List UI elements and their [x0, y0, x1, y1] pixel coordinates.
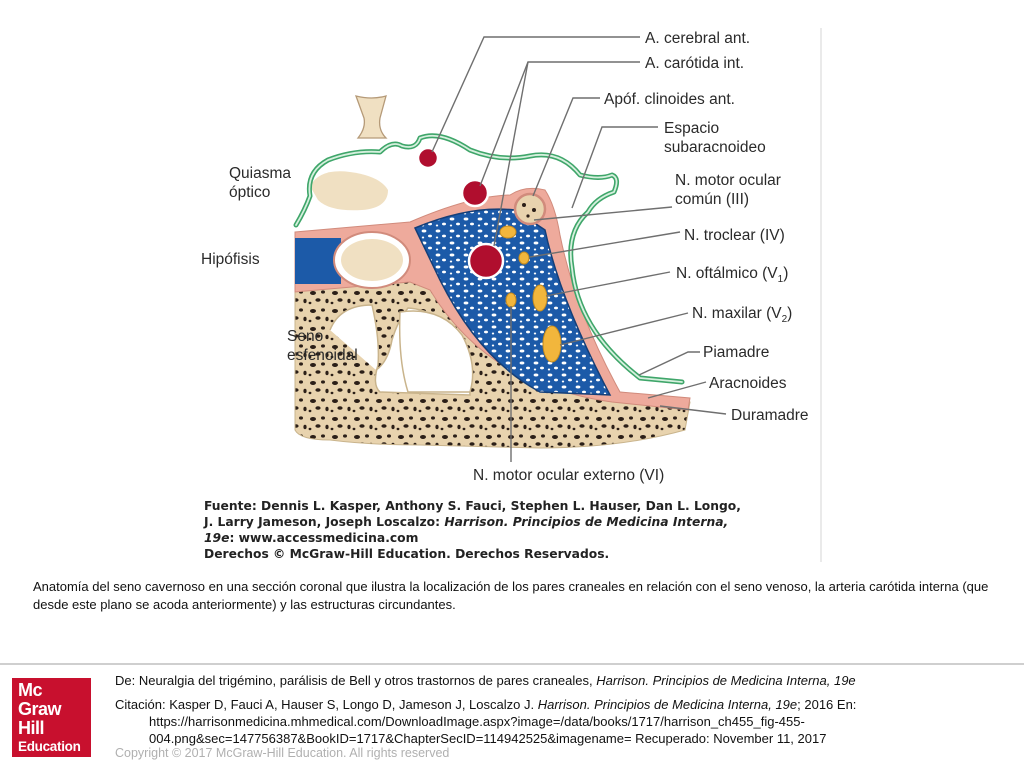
label-comun-iii: común (III)	[675, 191, 749, 208]
source-line-2: J. Larry Jameson, Joseph Loscalzo: Harri…	[203, 515, 728, 529]
label-esfenoidal: esfenoidal	[287, 347, 358, 364]
label-hipofisis: Hipófisis	[201, 251, 260, 268]
carotid-artery-upper	[460, 178, 490, 208]
label-espacio: Espacio	[664, 120, 719, 137]
source-line-3: 19e: www.accessmedicina.com	[204, 531, 418, 545]
citation-url-2: 004.png&sec=147756387&BookID=1717&Chapte…	[149, 731, 827, 746]
label-duramadre: Duramadre	[731, 407, 809, 424]
clinoid-dot	[526, 214, 530, 218]
pia-arachnoid-inner	[295, 134, 683, 383]
anterior-cerebral-artery	[416, 146, 440, 170]
sphenoid-sinus-cavity-2	[398, 310, 474, 393]
pituitary-stalk	[354, 95, 388, 139]
footer-divider	[0, 663, 1024, 665]
citation-url-1: https://harrisonmedicina.mhmedical.com/D…	[149, 714, 805, 729]
logo-line-4: Education	[18, 739, 81, 754]
copyright-notice: Copyright © 2017 McGraw-Hill Education. …	[115, 746, 450, 760]
abducens-nerve	[505, 292, 517, 308]
label-quiasma: Quiasma	[229, 165, 291, 182]
source-line-1: Fuente: Dennis L. Kasper, Anthony S. Fau…	[204, 499, 741, 513]
carotid-artery-lower	[467, 242, 505, 280]
citation-book: Harrison. Principios de Medicina Interna…	[537, 697, 798, 712]
footer-citation-text: Citación: Kasper D, Fauci A, Hauser S, L…	[115, 696, 1015, 747]
label-aracnoides: Aracnoides	[709, 375, 787, 392]
citation-year: ; 2016 En:	[797, 697, 857, 712]
clinoid-dot	[522, 203, 526, 207]
logo-line-3: Hill	[18, 718, 45, 738]
label-cerebral-ant: A. cerebral ant.	[645, 30, 750, 47]
reference-book: Harrison. Principios de Medicina Interna…	[596, 673, 856, 688]
footer-citation: De: Neuralgia del trigémino, parálisis d…	[115, 672, 1015, 760]
anterior-clinoid-process	[513, 192, 547, 226]
label-maxilar: N. maxilar (V2)	[692, 305, 792, 325]
reference-text: De: Neuralgia del trigémino, parálisis d…	[115, 673, 597, 688]
clinoid-dot	[532, 208, 536, 212]
label-optico: óptico	[229, 184, 270, 201]
label-troclear: N. troclear (IV)	[684, 227, 785, 244]
label-motor-ocular-externo: N. motor ocular externo (VI)	[473, 467, 664, 484]
label-clinoides: Apóf. clinoides ant.	[604, 91, 735, 108]
mcgraw-hill-logo: Mc Graw Hill Education	[12, 678, 91, 757]
source-line-4: Derechos © McGraw-Hill Education. Derech…	[204, 547, 609, 561]
label-carotida-int: A. carótida int.	[645, 55, 744, 72]
label-oftalmico: N. oftálmico (V1)	[676, 265, 788, 285]
logo-line-2: Graw	[18, 699, 62, 719]
citation-authors: Citación: Kasper D, Fauci A, Hauser S, L…	[115, 697, 531, 712]
hypophysis-inner	[341, 239, 403, 281]
oculomotor-nerve	[499, 225, 517, 239]
label-subaracnoideo: subaracnoideo	[664, 139, 766, 156]
label-seno: Seno	[287, 328, 323, 345]
optic-chiasm	[310, 171, 388, 211]
source-attribution: Fuente: Dennis L. Kasper, Anthony S. Fau…	[203, 499, 741, 561]
footer-reference: De: Neuralgia del trigémino, parálisis d…	[115, 672, 1015, 690]
figure-caption: Anatomía del seno cavernoso en una secci…	[33, 579, 989, 612]
label-motor-ocular-comun: N. motor ocular	[675, 172, 781, 189]
cavernous-sinus-diagram: A. cerebral ant. A. carótida int. Apóf. …	[201, 28, 822, 562]
citation-separator: .	[530, 697, 538, 712]
label-piamadre: Piamadre	[703, 344, 769, 361]
logo-line-1: Mc	[18, 680, 43, 700]
maxillary-nerve	[542, 325, 562, 363]
ophthalmic-nerve	[532, 284, 548, 312]
leader-lines	[431, 36, 727, 462]
trochlear-nerve	[518, 251, 530, 265]
